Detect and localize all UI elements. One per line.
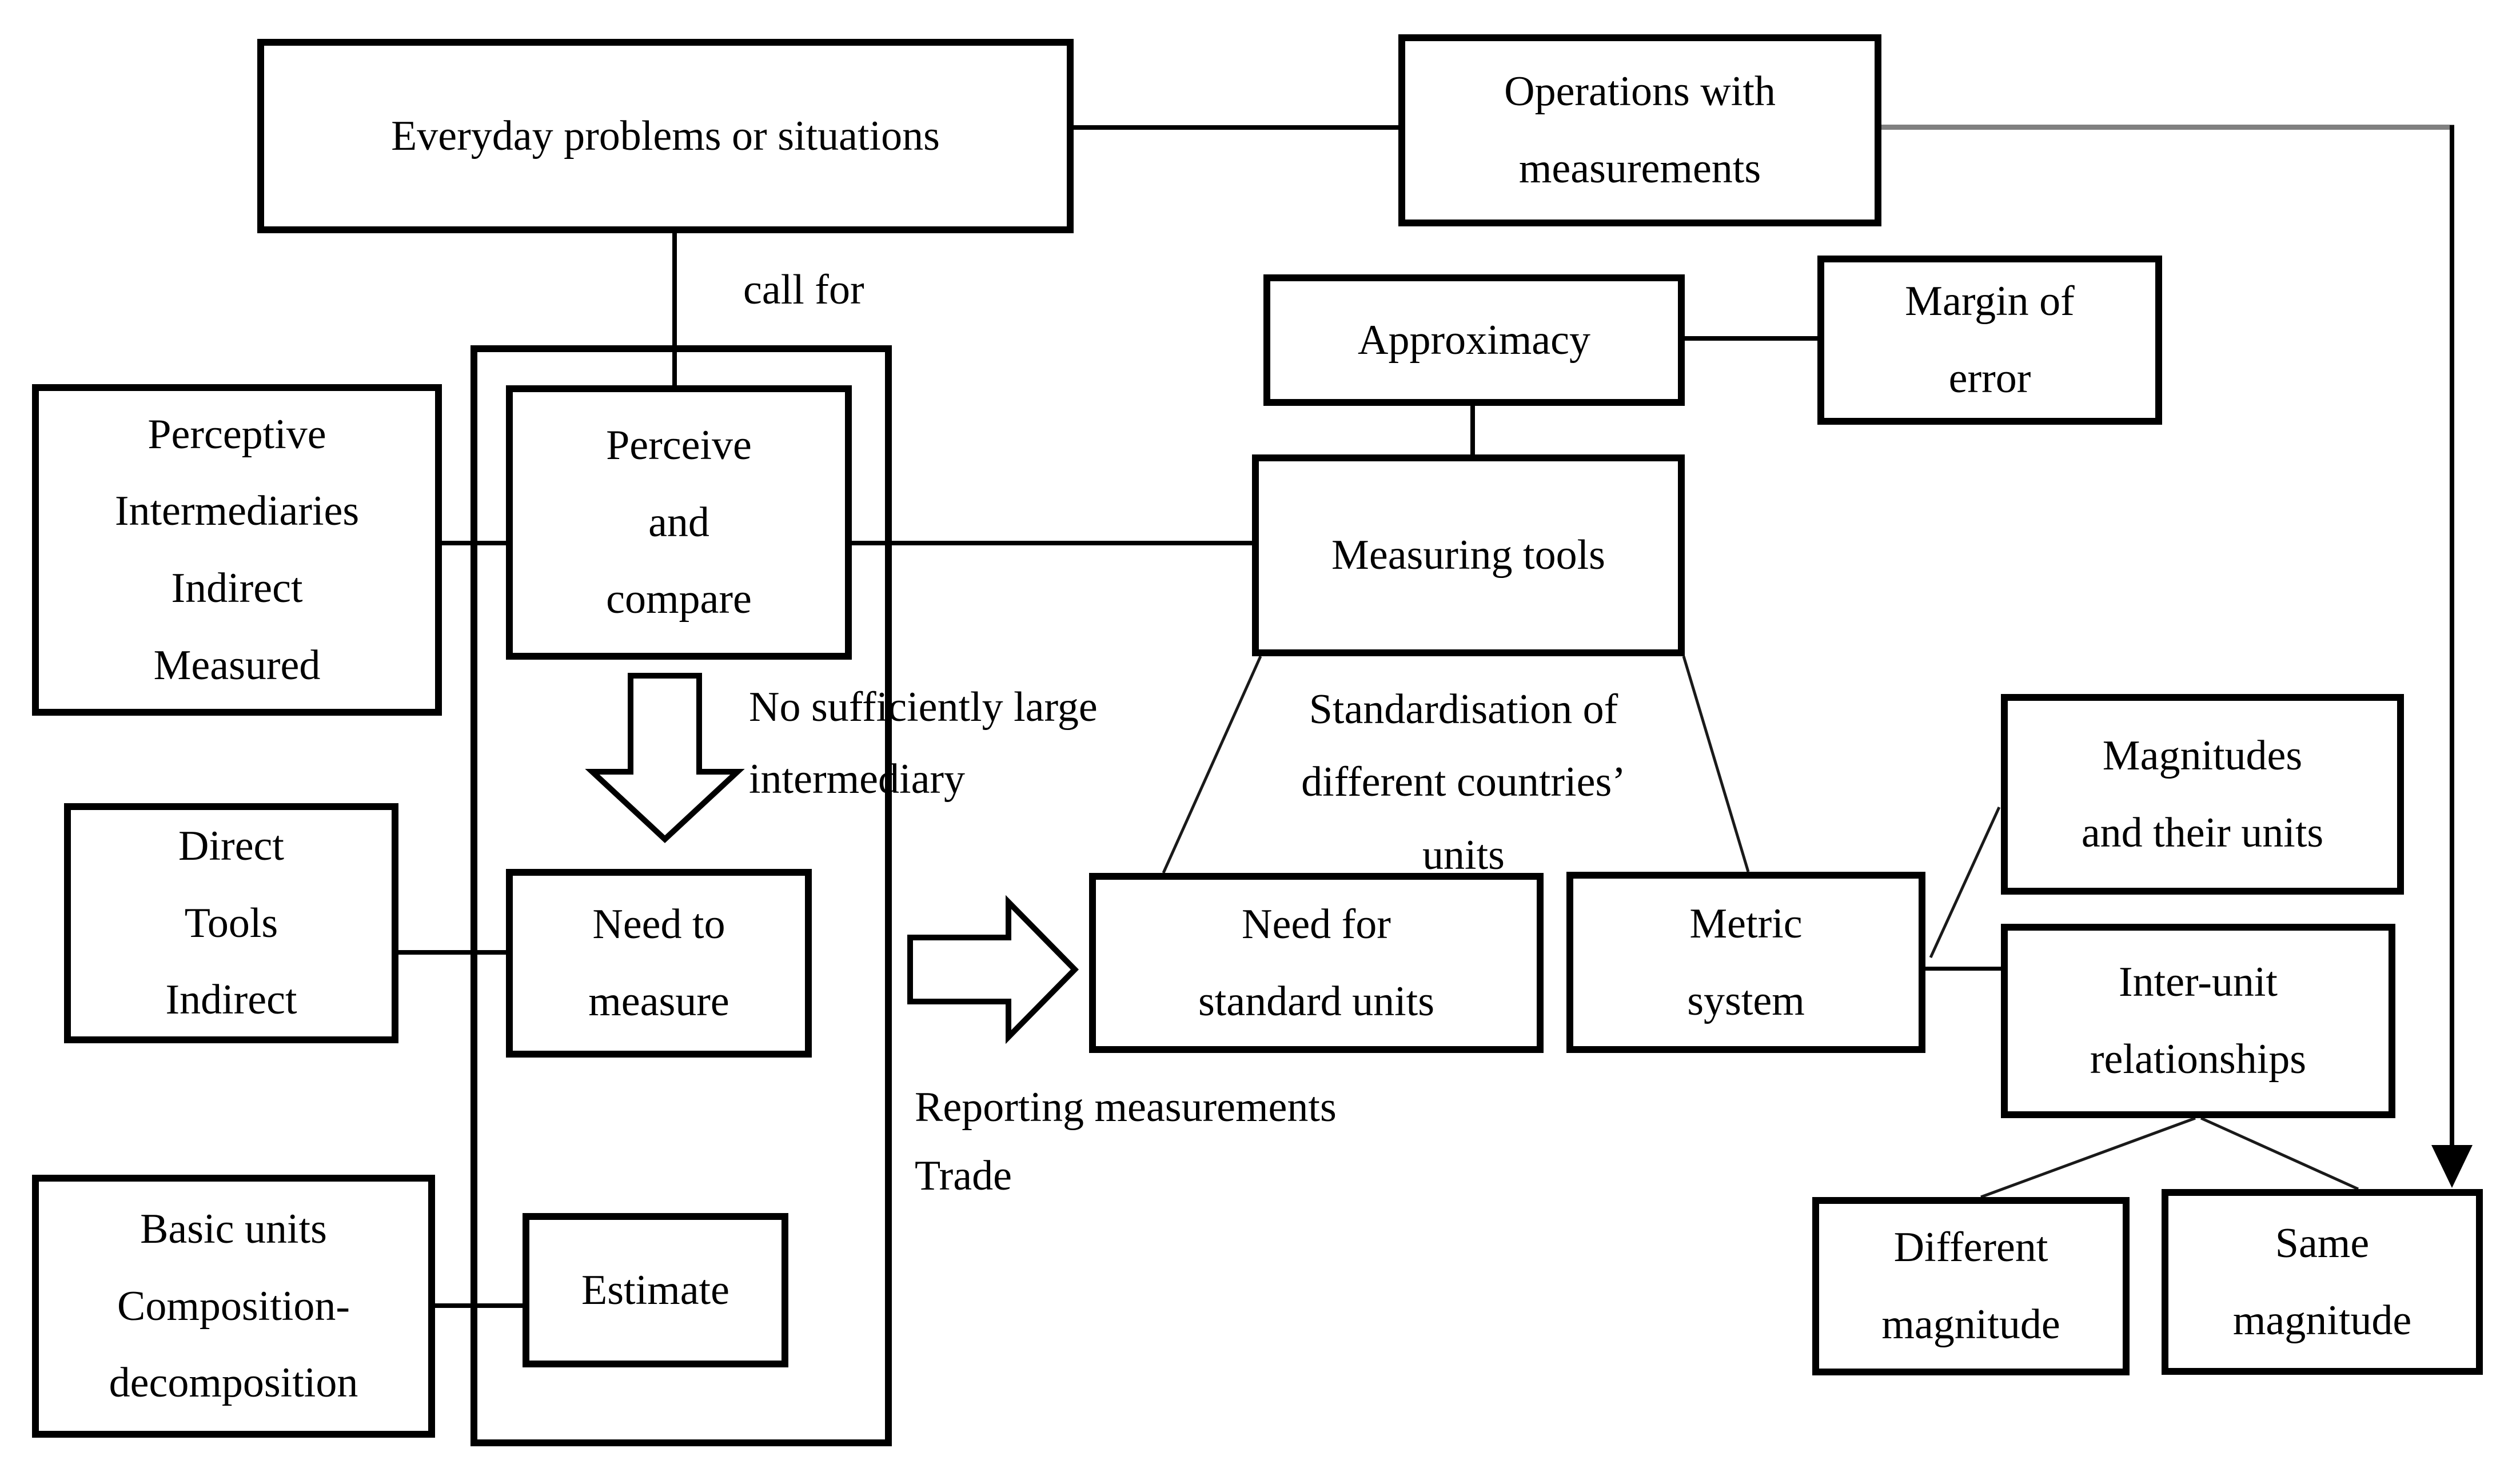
connector-inter-unit-to-different [1980,1116,2196,1199]
node-measuring-tools: Measuring tools [1252,454,1685,656]
connector-everyday-to-perceive [672,233,677,385]
node-magnitudes-and-units: Magnitudes and their units [2001,694,2404,895]
connector-measuring-to-metric [1682,656,1750,872]
arrowhead-down-icon [2431,1145,2473,1188]
node-metric-system: Metric system [1566,872,1925,1053]
connector-basic-units-to-estimate [435,1303,523,1308]
node-operations-with-measurements: Operations with measurements [1398,34,1881,226]
node-need-for-standard-units: Need for standard units [1089,873,1544,1053]
label-standardisation-of-units: Standardisation of different countries’ … [1301,686,1626,879]
node-inter-unit-relationships: Inter-unit relationships [2001,924,2395,1118]
node-everyday-problems: Everyday problems or situations [257,39,1074,233]
node-need-to-measure: Need to measure [506,869,812,1058]
connector-perceptive-to-perceive [442,541,506,545]
node-perceive-and-compare: Perceive and compare [506,385,852,660]
connector-metric-to-inter-unit [1925,967,2001,971]
connector-direct-to-need-to-measure [398,950,506,955]
connector-perceive-to-measuring-tools [852,541,1252,545]
node-basic-units-composition: Basic units Composition- decomposition [32,1175,435,1438]
label-call-for: call for [743,266,864,313]
connector-metric-to-magnitudes [1929,806,2001,959]
connector-everyday-to-operations [1074,125,1398,130]
node-estimate: Estimate [523,1213,788,1367]
connector-operations-right-gray [1881,125,2454,130]
node-perceptive-intermediaries: Perceptive Intermediaries Indirect Measu… [32,384,442,716]
process-container-frame [470,345,892,1446]
connector-measuring-to-need-standard [1162,655,1262,874]
block-arrow-right-icon [907,895,1079,1044]
node-same-magnitude: Same magnitude [2162,1189,2483,1375]
node-margin-of-error: Margin of error [1817,256,2162,425]
node-approximacy: Approximacy [1263,274,1685,406]
connector-approximacy-to-measuring-tools [1470,406,1475,454]
connector-right-vertical-to-same-magnitude [2450,125,2454,1147]
connector-inter-unit-to-same [2200,1116,2359,1191]
connector-approximacy-to-margin [1685,336,1817,341]
block-arrow-down-icon [585,673,745,843]
node-different-magnitude: Different magnitude [1812,1197,2130,1375]
node-direct-tools-indirect: Direct Tools Indirect [64,803,398,1043]
label-no-sufficiently-large-intermediary: No sufficiently large intermediary [749,684,1098,803]
label-reporting-measurements-trade: Reporting measurements Trade [915,1084,1337,1199]
